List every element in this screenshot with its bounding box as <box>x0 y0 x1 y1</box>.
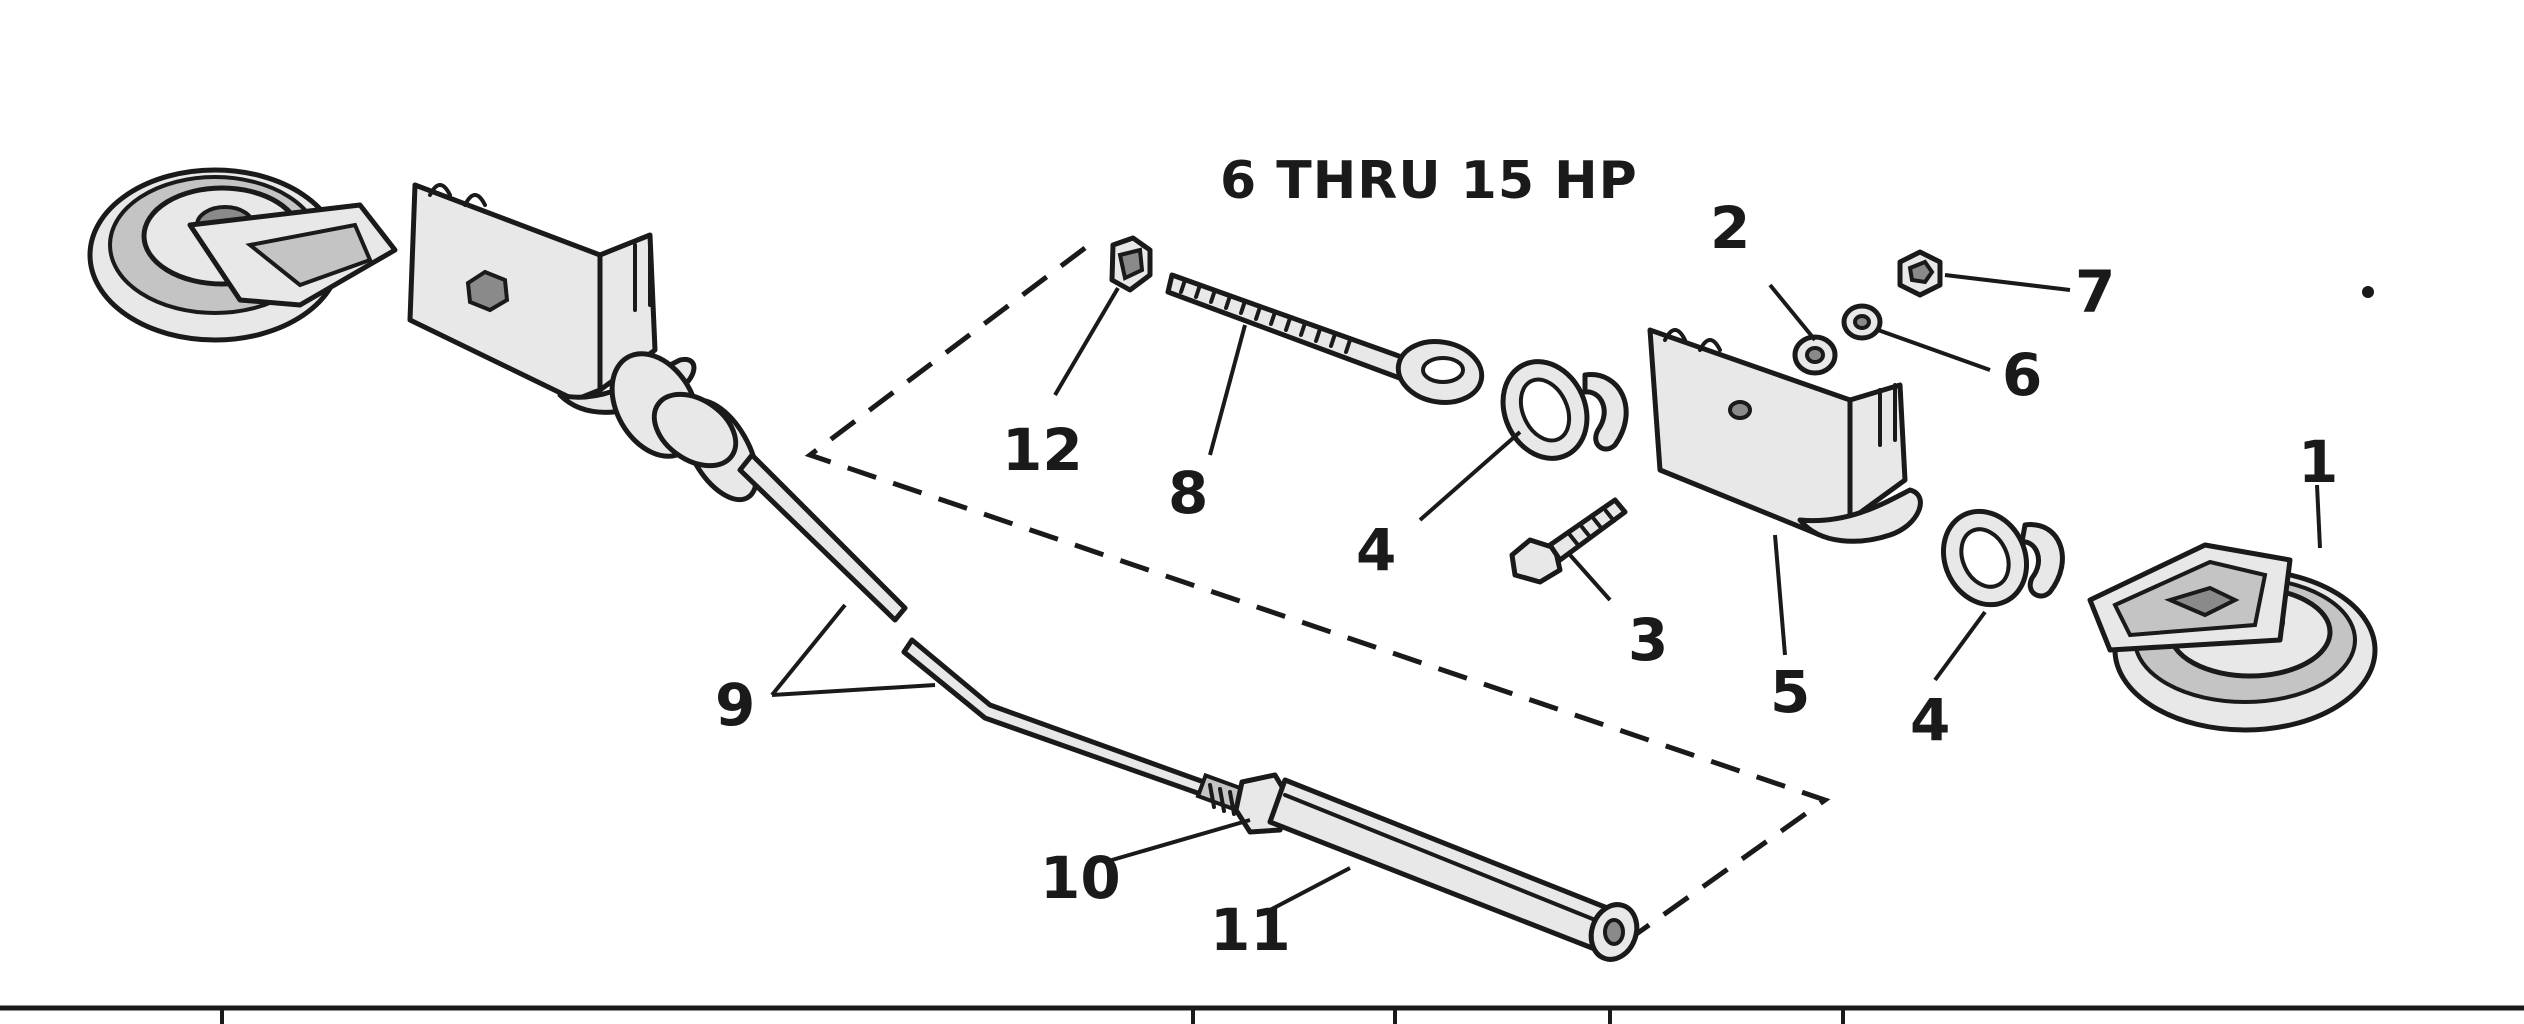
clip-4-right <box>1940 508 2065 608</box>
callout-4-left: 4 <box>1356 516 1396 584</box>
nut-7 <box>1897 249 1943 298</box>
rod-9 <box>737 452 1243 811</box>
linkage-chain <box>609 351 760 503</box>
callout-5: 5 <box>1770 658 1810 726</box>
clip-4-left <box>1500 359 1629 461</box>
left-pulley-assembly <box>87 167 697 415</box>
callout-12: 12 <box>1002 416 1083 484</box>
callout-3: 3 <box>1628 606 1668 674</box>
assembly-dashed-outline <box>804 246 1831 938</box>
leader-lines <box>770 273 2322 912</box>
diagram-title: 6 THRU 15 HP <box>1220 151 1638 211</box>
spacer-2 <box>1792 334 1838 376</box>
callout-4-right: 4 <box>1910 686 1950 754</box>
callout-2: 2 <box>1710 194 1750 262</box>
callout-10: 10 <box>1040 844 1121 912</box>
adjuster-assembly <box>1195 772 1640 962</box>
parts-table-edge <box>0 1005 2524 1024</box>
callout-7: 7 <box>2075 258 2115 326</box>
nut-12 <box>1109 235 1153 293</box>
callout-6: 6 <box>2002 341 2042 409</box>
callout-1: 1 <box>2298 428 2338 496</box>
callout-9: 9 <box>715 671 755 739</box>
washer-6 <box>1841 303 1883 341</box>
pulley-1 <box>2087 542 2378 733</box>
bolt-3 <box>1509 497 1628 585</box>
callout-11: 11 <box>1210 896 1291 964</box>
eye-bolt-8 <box>1165 272 1485 405</box>
callout-8: 8 <box>1168 459 1208 527</box>
bracket-5 <box>1647 327 1923 544</box>
stray-mark <box>2362 286 2374 298</box>
